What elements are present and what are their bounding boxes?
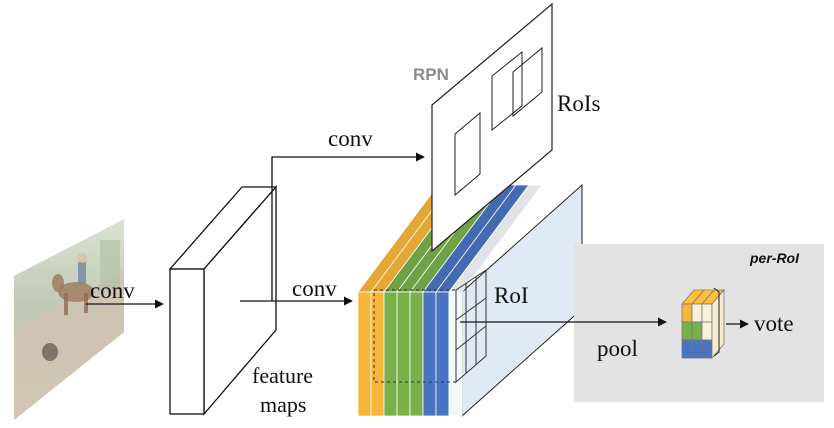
score-map-channel: [396, 291, 411, 417]
pooled-cell: [681, 339, 693, 359]
vote-label: vote: [754, 311, 794, 336]
pooled-cell: [701, 303, 713, 323]
score-map-channel: [370, 291, 385, 417]
rpn-conv-arrow: [271, 152, 425, 301]
rpn-label: RPN: [413, 65, 449, 84]
feature-maps-front-face: [169, 268, 205, 415]
rpn-box-2: [491, 50, 523, 132]
score-map-channel: [422, 291, 437, 417]
roi-grid-line: [455, 325, 487, 351]
vote-bracket: [713, 287, 720, 357]
feature-maps-label-line2: maps: [260, 392, 306, 417]
pooled-score-map: [681, 288, 725, 360]
input-image: [14, 219, 124, 420]
feature-maps-label-line1: feature: [252, 363, 313, 388]
rpn-conv-connection: conv: [271, 126, 425, 301]
rpn-box-3: [512, 46, 543, 118]
pooled-cell: [701, 321, 713, 341]
rpn-box-1: [454, 111, 481, 197]
pooled-cell: [681, 321, 693, 341]
pooled-cell: [691, 303, 703, 323]
rois-label: RoIs: [557, 91, 601, 116]
feature-maps-block: feature maps: [168, 185, 313, 417]
pooled-cell: [681, 303, 693, 323]
input-conv-connection: conv: [86, 278, 164, 309]
pooled-cell: [691, 321, 703, 341]
score-map-channel: [357, 291, 372, 417]
position-sensitive-score-maps: [357, 183, 583, 418]
per-roi-panel: per-RoI vote: [574, 244, 824, 402]
score-map-channel: [435, 291, 450, 417]
score-map-channel: [383, 291, 398, 417]
roi-label: RoI: [494, 283, 529, 308]
pooled-cell: [701, 339, 713, 359]
conv-top-label: conv: [328, 126, 373, 151]
roi-grid-line: [455, 297, 487, 321]
pool-label: pool: [597, 336, 638, 361]
score-map-channel: [409, 291, 424, 417]
rpn-block: RPN RoIs: [413, 2, 601, 253]
conv-input-label: conv: [90, 278, 135, 303]
pooled-cell: [691, 339, 703, 359]
pool-connection: pool: [460, 317, 667, 361]
score-conv-connection: conv: [240, 276, 353, 306]
pooled-side-face: [711, 288, 725, 360]
conv-middle-label: conv: [292, 276, 337, 301]
per-roi-label: per-RoI: [749, 250, 800, 266]
